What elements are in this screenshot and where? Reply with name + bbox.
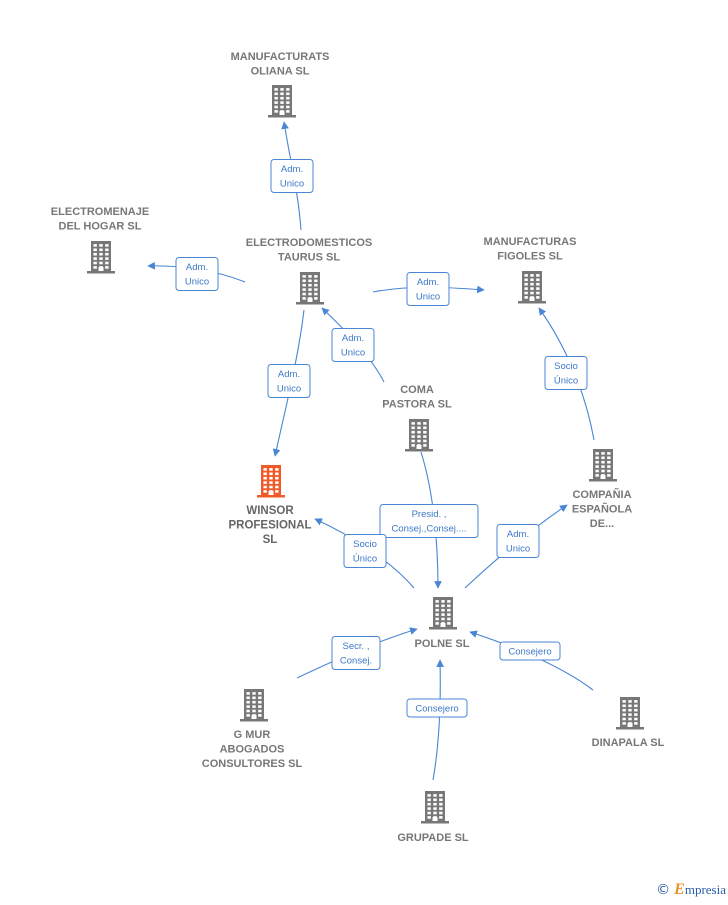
node-label: ESPAÑOLA bbox=[572, 503, 632, 516]
nodes-layer: MANUFACTURATS OLIANA SL ELECTROMENAJE DEL H… bbox=[51, 51, 665, 844]
edge-polne-compania[interactable]: Adm. Unico bbox=[464, 504, 568, 589]
edge-label-text: Consej. bbox=[340, 656, 372, 667]
node-compania[interactable]: COMPAÑIA ESPAÑOLA DE... bbox=[572, 449, 632, 530]
edge-label-box[interactable] bbox=[406, 698, 468, 718]
node-label: DEL HOGAR SL bbox=[59, 221, 142, 233]
brand-name: mpresia bbox=[684, 882, 726, 897]
node-grupade[interactable]: GRUPADE SL bbox=[397, 791, 469, 844]
node-label: ELECTROMENAJE bbox=[51, 206, 149, 218]
node-label: FIGOLES SL bbox=[497, 251, 563, 263]
edge-label-text: Adm. bbox=[507, 529, 529, 540]
edge-gmur-polne[interactable]: Secr. , Consej. bbox=[296, 627, 418, 679]
edge-label-box[interactable] bbox=[331, 636, 381, 670]
edge-label-text: Secr. , bbox=[343, 641, 370, 652]
edge-taurus-electromenaje[interactable]: Adm. Unico bbox=[147, 257, 246, 291]
node-label: SL bbox=[263, 534, 278, 546]
edge-label-text: Consej.,Consej.... bbox=[392, 524, 467, 535]
node-label: MANUFACTURATS bbox=[231, 51, 330, 63]
node-label: G MUR bbox=[234, 729, 271, 741]
edge-label-text: Unico bbox=[280, 179, 304, 190]
node-dinapala[interactable]: DINAPALA SL bbox=[592, 697, 665, 749]
edge-label-box[interactable] bbox=[331, 328, 375, 362]
building-icon bbox=[296, 272, 324, 305]
edge-label-box[interactable] bbox=[270, 159, 314, 193]
node-label: DE... bbox=[590, 518, 614, 530]
edge-label-box[interactable] bbox=[406, 272, 450, 306]
node-label: DINAPALA SL bbox=[592, 737, 665, 749]
edge-coma-taurus[interactable]: Adm. Unico bbox=[321, 307, 385, 383]
edge-dinapala-polne[interactable]: Consejero bbox=[469, 630, 594, 691]
node-taurus[interactable]: ELECTRODOMESTICOS TAURUS SL bbox=[246, 237, 373, 305]
node-label: PASTORA SL bbox=[382, 399, 452, 411]
node-label: COMA bbox=[400, 384, 434, 396]
node-winsor[interactable]: WINSOR PROFESIONAL SL bbox=[228, 465, 312, 546]
building-icon bbox=[429, 597, 457, 630]
brand-initial: E bbox=[674, 881, 685, 898]
node-polne[interactable]: POLNE SL bbox=[414, 597, 470, 650]
footer-brand: ©Empresia bbox=[656, 881, 726, 899]
edge-label-box[interactable] bbox=[343, 534, 387, 568]
edge-label-text: Presid. , bbox=[412, 509, 447, 520]
edge-label-text: Adm. bbox=[342, 333, 364, 344]
edge-label-text: Unico bbox=[341, 348, 365, 359]
copyright-symbol: © bbox=[656, 882, 671, 898]
node-label: ELECTRODOMESTICOS bbox=[246, 237, 373, 249]
edge-coma-polne[interactable]: Presid. , Consej.,Consej.... bbox=[379, 451, 479, 589]
node-label: PROFESIONAL bbox=[228, 520, 311, 532]
node-label: POLNE SL bbox=[414, 638, 469, 650]
edge-label-text: Socio bbox=[554, 361, 578, 372]
building-icon bbox=[616, 697, 644, 730]
edge-label-text: Unico bbox=[277, 384, 301, 395]
node-electromenaje[interactable]: ELECTROMENAJE DEL HOGAR SL bbox=[51, 206, 149, 274]
node-label: TAURUS SL bbox=[278, 252, 340, 264]
edge-line bbox=[469, 630, 594, 691]
edge-label-text: Unico bbox=[185, 277, 209, 288]
node-manufacturats[interactable]: MANUFACTURATS OLIANA SL bbox=[231, 51, 330, 118]
edge-taurus-winsor[interactable]: Adm. Unico bbox=[267, 309, 311, 457]
node-label: WINSOR bbox=[246, 505, 294, 517]
edge-label-text: Unico bbox=[506, 544, 530, 555]
edge-line bbox=[432, 659, 445, 781]
node-label: COMPAÑIA bbox=[572, 488, 631, 501]
edge-taurus-manufacturats[interactable]: Adm. Unico bbox=[270, 121, 314, 231]
edge-label-text: Consejero bbox=[508, 647, 551, 658]
building-icon bbox=[87, 241, 115, 274]
node-label: CONSULTORES SL bbox=[202, 758, 303, 770]
node-figoles[interactable]: MANUFACTURAS FIGOLES SL bbox=[484, 236, 577, 304]
edge-label-text: Socio bbox=[353, 539, 377, 550]
node-label: OLIANA SL bbox=[251, 66, 310, 78]
building-icon bbox=[240, 689, 268, 722]
building-icon bbox=[589, 449, 617, 482]
building-icon bbox=[518, 271, 546, 304]
edge-label-box[interactable] bbox=[267, 364, 311, 398]
building-icon bbox=[405, 419, 433, 452]
node-label: MANUFACTURAS bbox=[484, 236, 577, 248]
building-icon bbox=[268, 85, 296, 118]
edge-label-text: Adm. bbox=[186, 262, 208, 273]
building-icon bbox=[421, 791, 449, 824]
edge-label-text: Unico bbox=[416, 292, 440, 303]
edge-taurus-figoles[interactable]: Adm. Unico bbox=[372, 272, 485, 306]
edge-label-text: Adm. bbox=[417, 277, 439, 288]
node-coma[interactable]: COMA PASTORA SL bbox=[382, 384, 452, 452]
edge-label-box[interactable] bbox=[175, 257, 219, 291]
edge-label-text: Consejero bbox=[415, 704, 458, 715]
edge-label-text: Único bbox=[353, 554, 377, 565]
edge-label-text: Único bbox=[554, 376, 578, 387]
edge-label-text: Adm. bbox=[281, 164, 303, 175]
building-icon bbox=[257, 465, 285, 498]
edge-label-box[interactable] bbox=[379, 504, 479, 538]
node-label: ABOGADOS bbox=[220, 744, 285, 756]
edge-label-text: Adm. bbox=[278, 369, 300, 380]
edge-grupade-polne[interactable]: Consejero bbox=[406, 659, 468, 781]
edge-label-box[interactable] bbox=[496, 524, 540, 558]
node-label: GRUPADE SL bbox=[397, 832, 469, 844]
node-gmur[interactable]: G MUR ABOGADOS CONSULTORES SL bbox=[202, 689, 303, 770]
edge-label-box[interactable] bbox=[499, 641, 561, 661]
edge-label-box[interactable] bbox=[544, 356, 588, 390]
